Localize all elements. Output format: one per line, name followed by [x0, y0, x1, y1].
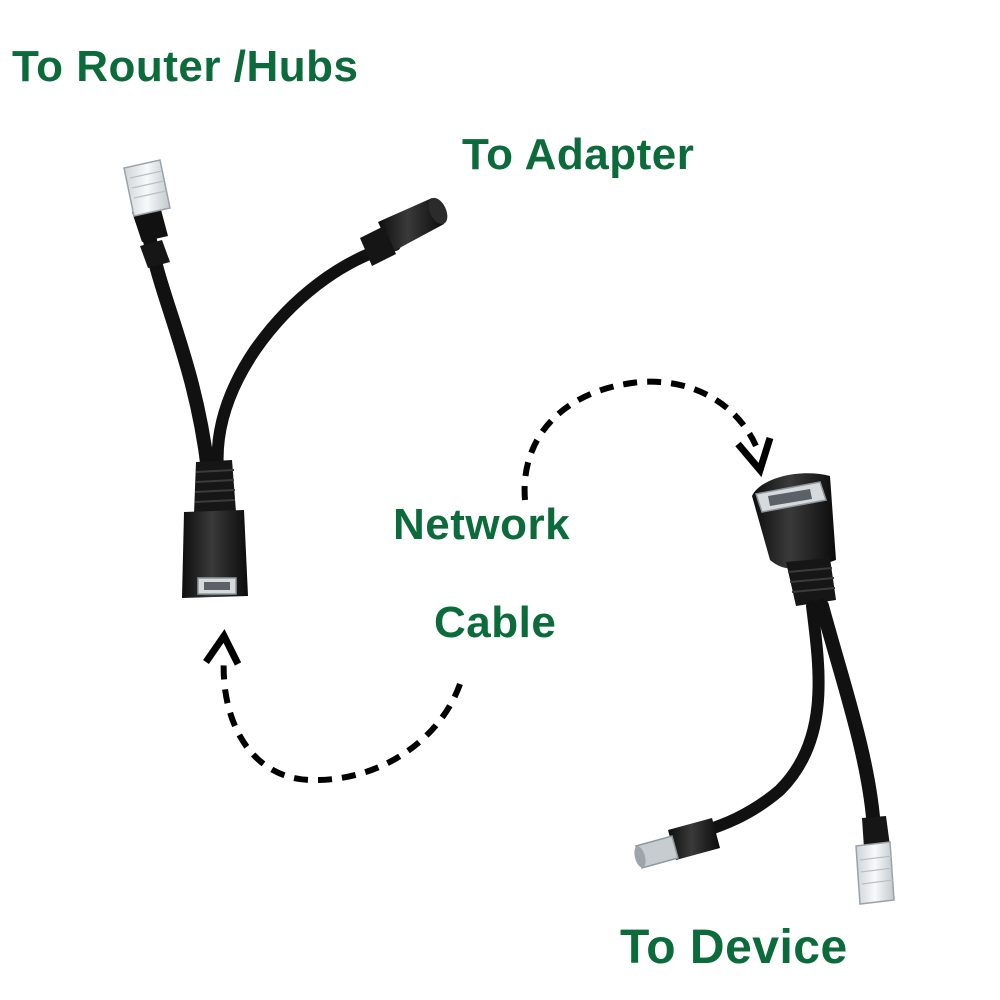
label-to-device: To Device — [620, 921, 848, 974]
label-to-adapter: To Adapter — [462, 130, 695, 179]
rj45-plug-bottom-icon — [855, 816, 895, 905]
label-to-router: To Router /Hubs — [12, 42, 359, 91]
arrowhead-down-icon — [735, 436, 774, 478]
right-splitter-cable — [634, 473, 895, 905]
left-dc-wire — [211, 239, 401, 476]
dc-jack-icon — [360, 197, 448, 266]
left-splitter-cable — [123, 159, 448, 598]
curved-arrow-bottom — [203, 629, 463, 784]
label-cable: Cable — [434, 598, 557, 647]
arrowhead-up-icon — [203, 629, 242, 666]
left-lan-wire — [141, 223, 215, 477]
dc-plug-icon — [634, 818, 720, 869]
right-splitter-body — [752, 473, 836, 606]
left-splitter-body — [182, 460, 248, 598]
right-lan-wire — [815, 599, 881, 837]
curved-arrow-top — [521, 378, 774, 501]
label-network: Network — [393, 500, 571, 549]
right-dc-wire — [696, 600, 825, 838]
rj45-plug-icon — [123, 159, 171, 268]
